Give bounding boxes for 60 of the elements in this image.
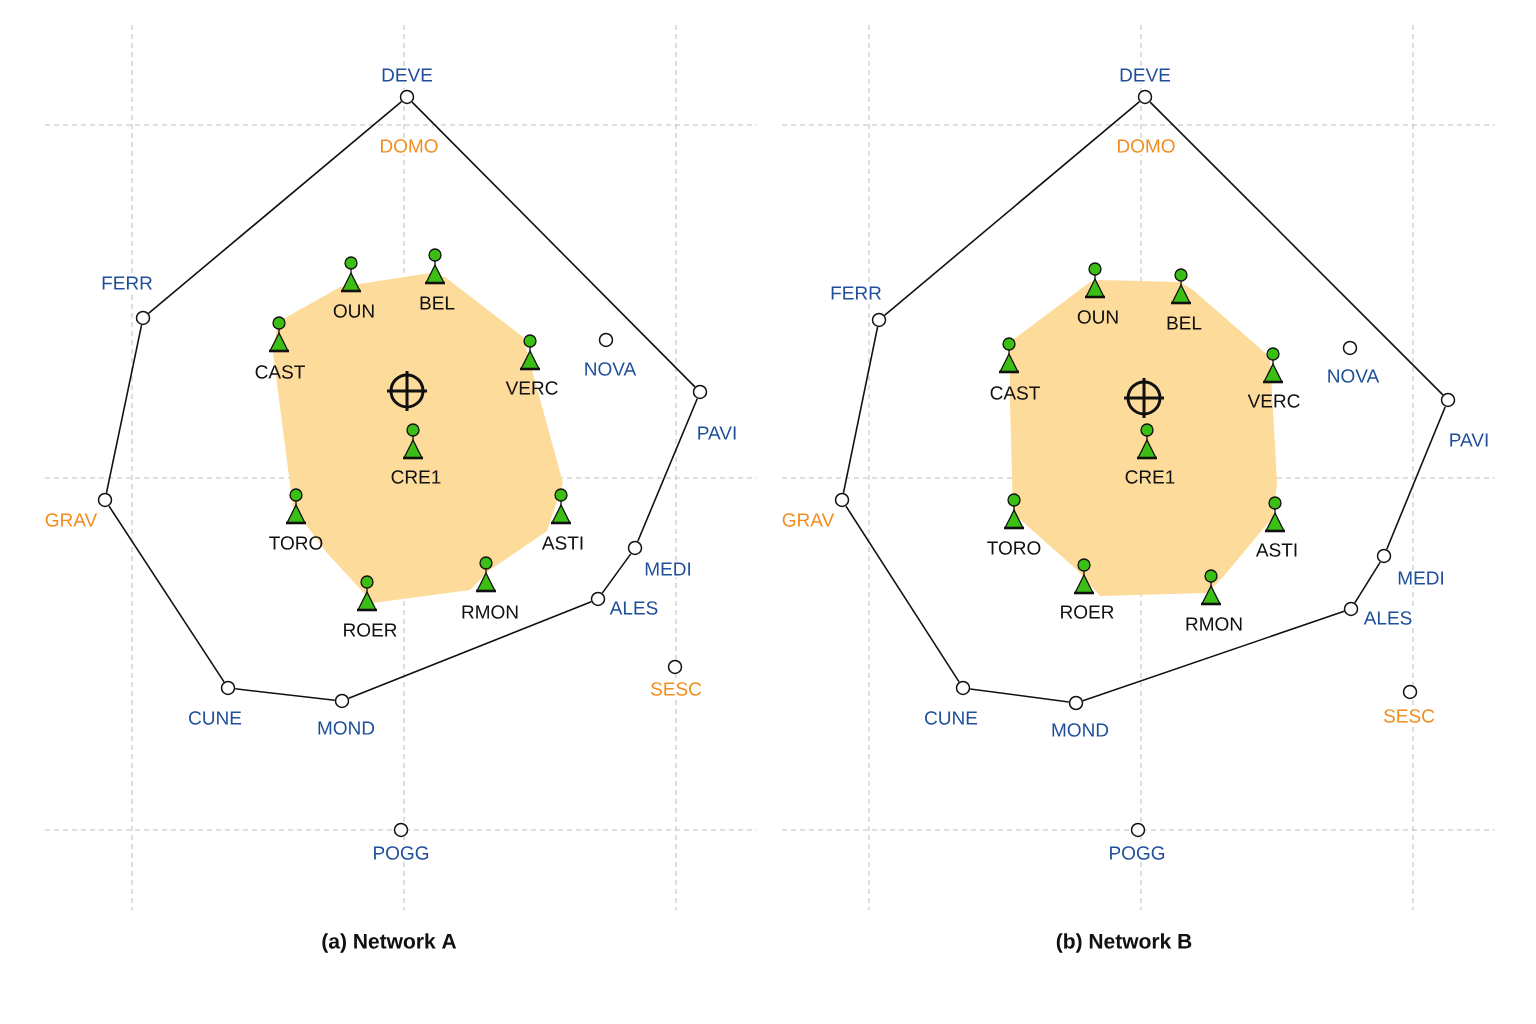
connector-line xyxy=(234,688,336,701)
station-label: BEL xyxy=(420,296,455,310)
connector-line xyxy=(108,505,225,683)
station-label: ALES xyxy=(1362,609,1414,627)
station-label: CAST xyxy=(990,386,1040,400)
caption: (b) Network B xyxy=(1054,931,1194,955)
station-label: GRAV xyxy=(43,511,99,529)
station-label: NOVA xyxy=(582,360,638,378)
station-label: MOND xyxy=(315,719,377,737)
station-label: RMON xyxy=(1186,617,1242,631)
station-label: ALES xyxy=(608,599,660,617)
station-label: POGG xyxy=(371,844,431,862)
station-label: CUNE xyxy=(922,709,980,727)
station-label: DOMO xyxy=(377,137,441,155)
station-label: CRE1 xyxy=(391,470,441,484)
station-label: ASTI xyxy=(1255,543,1297,557)
station-label: ASTI xyxy=(541,536,583,550)
station-label: OUN xyxy=(333,304,374,318)
station-label: MOND xyxy=(1049,721,1111,739)
station-label: RMON xyxy=(462,605,518,619)
station-label: POGG xyxy=(1107,844,1167,862)
station-label: FERR xyxy=(828,284,884,302)
connector-line xyxy=(1082,610,1345,702)
connector-line xyxy=(845,505,960,683)
station-label: GRAV xyxy=(780,511,836,529)
station-label: DEVE xyxy=(379,66,435,84)
station-label: MEDI xyxy=(642,560,694,578)
connector-line xyxy=(105,324,143,494)
station-label: ROER xyxy=(344,623,397,637)
connector-line xyxy=(1354,561,1381,604)
station-label: VERC xyxy=(505,381,558,395)
station-label: PAVI xyxy=(1447,431,1491,449)
station-label: CAST xyxy=(255,365,305,379)
station-label: SESC xyxy=(648,680,704,698)
station-label: CUNE xyxy=(186,709,244,727)
connector-line xyxy=(411,101,696,388)
station-label: OUN xyxy=(1077,310,1118,324)
station-label: BEL xyxy=(1167,316,1202,330)
connector-line xyxy=(1385,405,1447,551)
station-label: NOVA xyxy=(1325,367,1381,385)
connector-line xyxy=(1149,101,1444,396)
station-label: PAVI xyxy=(695,424,739,442)
connector-line xyxy=(637,397,698,543)
connector-line xyxy=(347,600,593,700)
station-label: TORO xyxy=(269,536,323,550)
connector-line xyxy=(883,100,1141,317)
connector-line xyxy=(147,100,403,315)
connector-line xyxy=(969,688,1070,703)
caption: (a) Network A xyxy=(319,931,459,955)
station-label: VERC xyxy=(1247,394,1300,408)
station-label: TORO xyxy=(987,541,1041,555)
station-label: DOMO xyxy=(1114,137,1178,155)
station-label: FERR xyxy=(99,274,155,292)
station-label: MEDI xyxy=(1395,569,1447,587)
station-label: DEVE xyxy=(1117,66,1173,84)
station-label: CRE1 xyxy=(1125,470,1175,484)
station-label: SESC xyxy=(1381,707,1437,725)
connector-line xyxy=(601,553,632,594)
station-label: ROER xyxy=(1061,605,1114,619)
connector-line xyxy=(842,326,879,494)
